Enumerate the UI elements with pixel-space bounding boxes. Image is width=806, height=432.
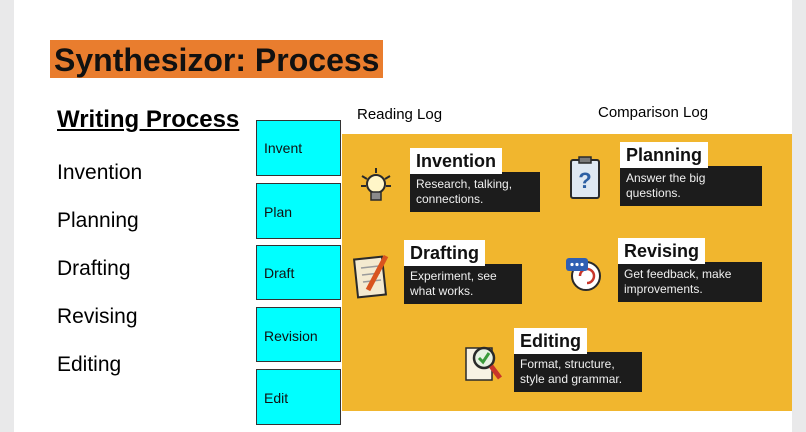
list-item: Invention <box>57 161 143 184</box>
box-label: Revision <box>264 328 318 344</box>
list-item: Drafting <box>57 257 131 280</box>
box-label: Draft <box>264 265 295 281</box>
card-title: Planning <box>620 142 708 168</box>
magnifier-check-icon <box>462 340 506 391</box>
box-edit[interactable]: Edit <box>256 369 341 425</box>
slide: Synthesizor: Process Writing Process Inv… <box>14 0 792 432</box>
slide-title: Synthesizor: Process <box>50 40 384 78</box>
notepad-pencil-icon <box>352 252 394 305</box>
card-title: Invention <box>410 148 502 174</box>
svg-text:?: ? <box>578 168 591 193</box>
list-item: Revising <box>57 305 138 328</box>
box-invent[interactable]: Invent <box>256 120 341 176</box>
card-title: Revising <box>618 238 706 264</box>
lightbulb-icon <box>358 166 394 209</box>
card-drafting: Drafting Experiment, see what works. <box>404 240 522 304</box>
card-title: Drafting <box>404 240 485 266</box>
card-revising: Revising Get feedback, make improvements… <box>618 238 762 302</box>
list-item: Editing <box>57 353 122 376</box>
card-desc: Get feedback, make improvements. <box>618 262 762 302</box>
card-title: Editing <box>514 328 587 354</box>
writing-process-heading: Writing Process <box>57 106 240 133</box>
box-draft[interactable]: Draft <box>256 245 341 300</box>
reading-log-label: Reading Log <box>357 106 443 123</box>
box-revision[interactable]: Revision <box>256 307 341 362</box>
card-desc: Research, talking, connections. <box>410 172 540 212</box>
list-item: Planning <box>57 209 139 232</box>
card-editing: Editing Format, structure, style and gra… <box>514 328 642 392</box>
steps-list: Invention Planning Drafting Revising Edi… <box>57 158 142 398</box>
question-clipboard-icon: ? <box>567 156 603 205</box>
feedback-bubble-icon <box>564 254 604 299</box>
card-desc: Answer the big questions. <box>620 166 762 206</box>
card-desc: Format, structure, style and grammar. <box>514 352 642 392</box>
writing-process-poster: Invention Research, talking, connections… <box>342 134 792 411</box>
box-label: Invent <box>264 140 303 156</box>
card-planning: Planning Answer the big questions. <box>620 142 762 206</box>
box-label: Edit <box>264 390 289 406</box>
card-invention: Invention Research, talking, connections… <box>410 148 540 212</box>
box-plan[interactable]: Plan <box>256 183 341 239</box>
card-desc: Experiment, see what works. <box>404 264 522 304</box>
box-label: Plan <box>264 204 293 220</box>
comparison-log-label: Comparison Log <box>598 104 709 121</box>
